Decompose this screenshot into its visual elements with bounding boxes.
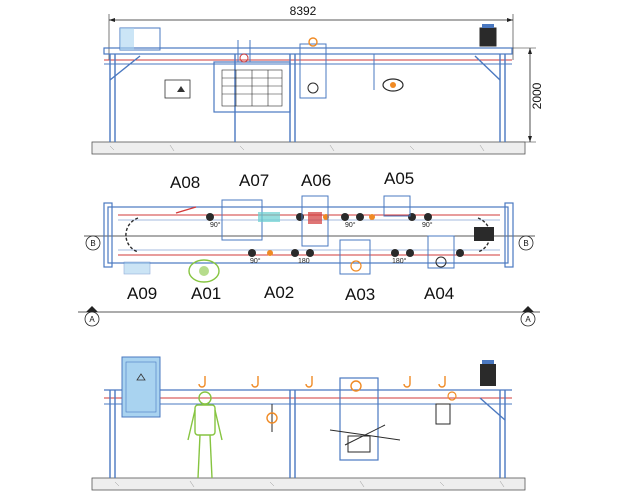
- drive-motor-bottom: [480, 364, 496, 386]
- station-label-a09: A09: [127, 284, 157, 303]
- angle-mark-a: 90°: [210, 221, 221, 229]
- hoist-wheel-icon: [308, 37, 318, 47]
- station-label-a05: A05: [384, 169, 414, 188]
- processing-unit-frame: [213, 61, 291, 113]
- station-a04-wheel: [435, 256, 447, 268]
- ground-slab-top: [91, 141, 526, 155]
- gripper-center: [390, 82, 396, 88]
- section-a-left-text: A: [89, 315, 95, 324]
- cabinet-warning-icon: [136, 373, 146, 381]
- hook-marker: [239, 53, 249, 63]
- bottom-elevation-view: [91, 356, 526, 491]
- hanger-hooks: [198, 376, 446, 388]
- support-legs-bottom: [109, 390, 506, 478]
- section-b-right-text: B: [523, 239, 528, 248]
- station-frame-a06-top: [299, 43, 327, 99]
- drive-motor-top: [479, 27, 497, 47]
- station-label-a07: A07: [239, 171, 269, 190]
- operator-head: [198, 391, 212, 405]
- operator-figure: [187, 391, 223, 479]
- angle-mark-f: 180°: [392, 257, 407, 265]
- station-label-a06: A06: [301, 171, 331, 190]
- operator-arm-left: [187, 409, 196, 441]
- trolley-markers: [206, 213, 464, 257]
- station-a04-wheel-elev: [447, 391, 457, 401]
- control-cabinet: [121, 356, 161, 418]
- conveyor-outer-frame: [107, 206, 509, 264]
- height-arrow-bottom: [528, 136, 532, 142]
- drive-wheel-icon: [307, 82, 319, 94]
- operator-leg-left: [197, 434, 201, 479]
- electrical-box: [164, 79, 191, 99]
- station-a07-tank: [258, 212, 280, 222]
- ground-hatch-bottom: [114, 480, 505, 488]
- operator-arm-right: [214, 409, 223, 441]
- station-label-a04: A04: [424, 284, 454, 303]
- operator-leg-right: [209, 434, 213, 479]
- station-a03-block: [339, 239, 371, 275]
- station-a06-block: [301, 195, 329, 247]
- drive-motor-plan: [474, 227, 494, 241]
- ground-slab-bottom: [91, 477, 526, 491]
- section-marker-a-left: [84, 311, 100, 327]
- station-a03-hoist-wheel: [350, 380, 362, 392]
- main-beam-upper: [103, 47, 513, 55]
- motor-cap: [482, 24, 494, 28]
- angle-mark-c: 90°: [345, 221, 356, 229]
- section-a-right-text: A: [525, 315, 531, 324]
- trolley-highlight-markers: [267, 214, 375, 256]
- section-marker-b-right: [518, 235, 534, 251]
- angle-mark-b: 90°: [250, 257, 261, 265]
- station-a06-core: [308, 212, 322, 224]
- plan-view: B B A A: [78, 169, 540, 327]
- station-label-a01: A01: [191, 284, 221, 303]
- dimension-arrow-right: [507, 18, 513, 22]
- gripper-clamp-icon: [382, 78, 404, 92]
- top-elevation-view: 8392 2000: [91, 4, 544, 155]
- cabinet-panel: [120, 28, 134, 50]
- station-a03-mechanism: [329, 424, 401, 453]
- station-label-a02: A02: [264, 283, 294, 302]
- end-frame-left: [103, 202, 113, 268]
- station-a03-hoist: [350, 260, 362, 272]
- section-arrow-a-left: [86, 306, 98, 312]
- return-sprocket-left: [125, 217, 139, 253]
- cabinet-door: [125, 361, 157, 413]
- height-arrow-top: [528, 48, 532, 54]
- section-marker-a-right: [520, 311, 536, 327]
- station-label-a08: A08: [170, 173, 200, 192]
- angle-mark-d: 90°: [422, 221, 433, 229]
- end-frame-right: [504, 202, 514, 268]
- height-dimension-text: 2000: [530, 82, 544, 109]
- section-arrow-a-right: [522, 306, 534, 312]
- angle-mark-e: 180: [298, 258, 310, 265]
- processing-unit-details: [221, 69, 283, 107]
- station-a04-block: [427, 235, 455, 269]
- operator-head-plan: [199, 266, 209, 276]
- hoist-wheel-a02: [266, 412, 278, 424]
- station-a05-block: [383, 195, 411, 217]
- station-a03-frame: [339, 377, 379, 461]
- station-a08-arm: [175, 206, 197, 214]
- cabinet-plan: [123, 261, 151, 275]
- station-a04-unit: [435, 403, 451, 425]
- ground-hatch-top: [109, 144, 485, 152]
- section-b-left-text: B: [90, 239, 95, 248]
- warning-triangle-icon: [177, 86, 185, 92]
- motor-cap-bottom: [482, 360, 494, 364]
- section-marker-b-left: [85, 235, 101, 251]
- station-label-a03: A03: [345, 285, 375, 304]
- operator-body: [194, 404, 216, 436]
- dimension-arrow-left: [109, 18, 115, 22]
- length-dimension-text: 8392: [290, 4, 317, 18]
- operator-plan-icon: [188, 259, 220, 283]
